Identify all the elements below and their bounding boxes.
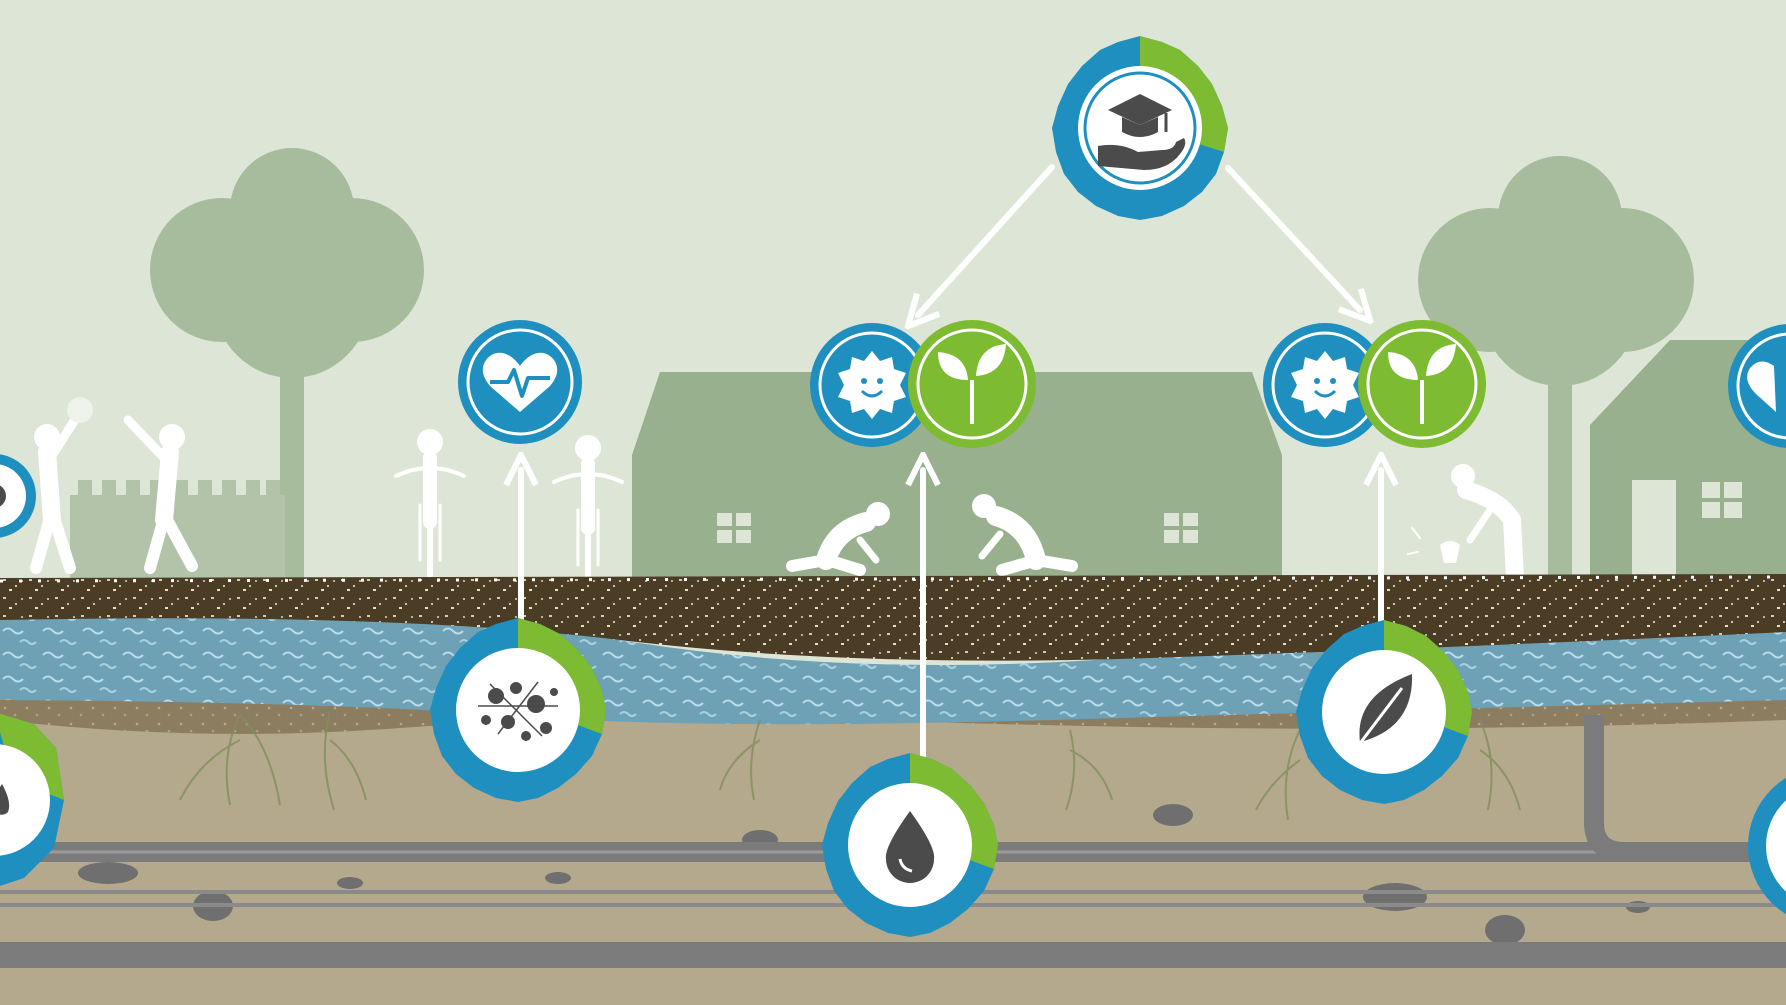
ground-surface-line [0,575,1786,583]
water-drop-icon [885,811,935,883]
left-edge-badge-top[interactable] [0,454,36,538]
soil-microbes-icon [478,681,558,741]
leaf-icon [1356,674,1413,747]
soil-microbes-badge[interactable] [430,618,606,802]
education-badge[interactable] [1052,36,1228,220]
arrows [521,164,1381,763]
partial-circle-icon [0,485,6,507]
right-edge-badge-bottom[interactable] [1748,766,1786,926]
sprout-badge-center[interactable] [908,320,1036,448]
right-edge-health-badge[interactable] [1728,324,1786,448]
tree-left [150,148,424,585]
leaf-badge[interactable] [1296,620,1472,804]
left-edge-badge-bottom[interactable] [0,712,64,888]
smiling-sun-icon [838,351,906,419]
water-badge[interactable] [822,753,998,937]
sprout-badge-right[interactable] [1358,320,1486,448]
heartbeat-heart-icon [482,352,558,412]
people-playing [30,397,198,574]
plant-roots [179,709,1521,821]
tree-right [1418,156,1694,585]
people-gardening [786,464,1524,587]
sprout-icon [1388,344,1456,424]
house-center [632,372,1282,585]
smiling-sun-icon [1291,351,1359,419]
sprout-icon [938,344,1006,424]
happy-sun-badge-right[interactable] [1263,323,1387,447]
happy-sun-badge-center[interactable] [810,323,934,447]
people-cycling [394,429,624,583]
health-badge[interactable] [458,320,582,444]
graduation-cap-on-hand-icon [1098,94,1186,170]
